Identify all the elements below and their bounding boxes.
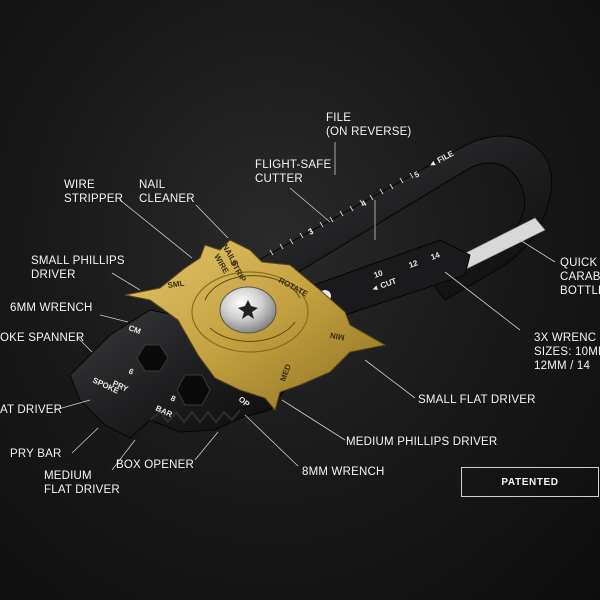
ruler-mark-3: 3 [307, 226, 316, 236]
sml-engraving: SML [167, 279, 185, 290]
min-engraving: MIN [329, 330, 345, 341]
label-small-flat-driver: SMALL FLAT DRIVER [418, 394, 536, 406]
eight-engraving: 8 [169, 394, 177, 404]
label-quick-carabiner: QUICK CARAB BOTTLE [560, 257, 600, 297]
patented-badge: PATENTED [461, 467, 599, 497]
label-flat-driver: AT DRIVER [0, 404, 63, 416]
label-medium-flat-driver: MEDIUM FLAT DRIVER [44, 470, 120, 496]
label-file: FILE (ON REVERSE) [326, 112, 412, 138]
label-8mm-wrench: 8MM WRENCH [302, 466, 385, 478]
label-3x-wrench: 3X WRENC SIZES: 10MM 12MM / 14 [534, 332, 600, 372]
wrench-size-14: 14 [430, 250, 442, 262]
six-engraving: 6 [127, 367, 135, 377]
label-box-opener: BOX OPENER [116, 459, 195, 471]
ruler-mark-5: 5 [413, 169, 422, 179]
ruler-mark-4: 4 [360, 198, 369, 208]
label-spoke-spanner: OKE SPANNER [0, 332, 85, 344]
cm-engraving: CM [127, 323, 142, 336]
wrench-size-12: 12 [408, 258, 420, 270]
label-flight-safe-cutter: FLIGHT-SAFE CUTTER [255, 159, 332, 185]
label-6mm-wrench: 6MM WRENCH [10, 302, 93, 314]
label-nail-cleaner: NAIL CLEANER [139, 179, 195, 205]
brass-body: SML NAILS WIRE STRIP ROTATE MIN MED [124, 239, 387, 412]
leader-lines [54, 142, 556, 471]
label-pry-bar: PRY BAR [10, 448, 62, 460]
wrench-size-10: 10 [373, 268, 385, 280]
label-wire-stripper: WIRE STRIPPER [64, 179, 124, 205]
label-medium-phillips-driver: MEDIUM PHILLIPS DRIVER [346, 436, 498, 448]
label-small-phillips-driver: SMALL PHILLIPS DRIVER [31, 255, 125, 281]
